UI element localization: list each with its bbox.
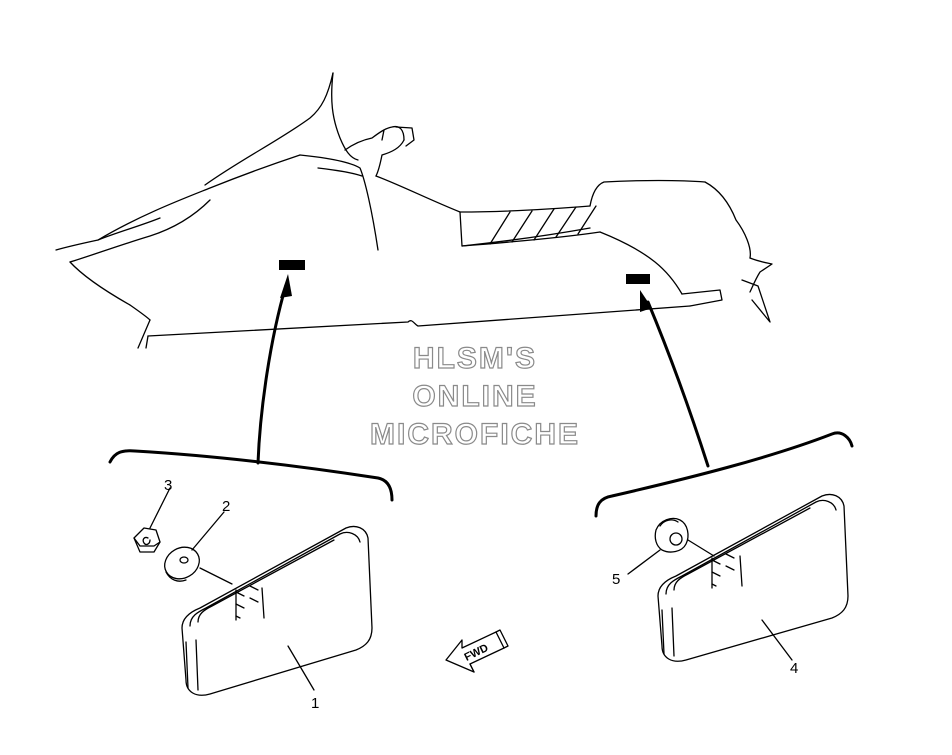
watermark-line-3: MICROFICHE [370, 418, 580, 451]
watermark-line-2: ONLINE [412, 380, 537, 413]
callout-2: 2 [222, 498, 230, 515]
collar-nut [654, 517, 689, 553]
nut [133, 527, 161, 553]
callout-5: 5 [612, 571, 620, 588]
callout-3: 3 [164, 477, 172, 494]
leader-line-part-5 [627, 549, 661, 575]
callout-1: 1 [311, 695, 319, 712]
leader-line-part-3 [149, 487, 171, 529]
leader-line-part-1 [287, 645, 315, 691]
callout-4: 4 [790, 660, 798, 677]
leader-line-part-4 [761, 619, 793, 661]
leader-line-part-2 [191, 511, 225, 551]
location-marker-front [279, 260, 305, 270]
group-bracket-left [108, 449, 394, 502]
location-marker-rear [626, 274, 650, 284]
leader-line-collar [687, 539, 715, 557]
reflector-left [181, 525, 373, 696]
snowmobile-outline [55, 72, 773, 349]
leader-arrow-front [256, 274, 292, 465]
leader-arrow-rear [640, 290, 710, 468]
watermark-line-1: HLSM'S [413, 342, 537, 375]
reflector-right [657, 493, 849, 662]
leader-line-washer [199, 567, 233, 585]
group-bracket-right [594, 431, 854, 518]
forward-direction-arrow: FWD [445, 629, 509, 673]
washer [164, 546, 200, 582]
